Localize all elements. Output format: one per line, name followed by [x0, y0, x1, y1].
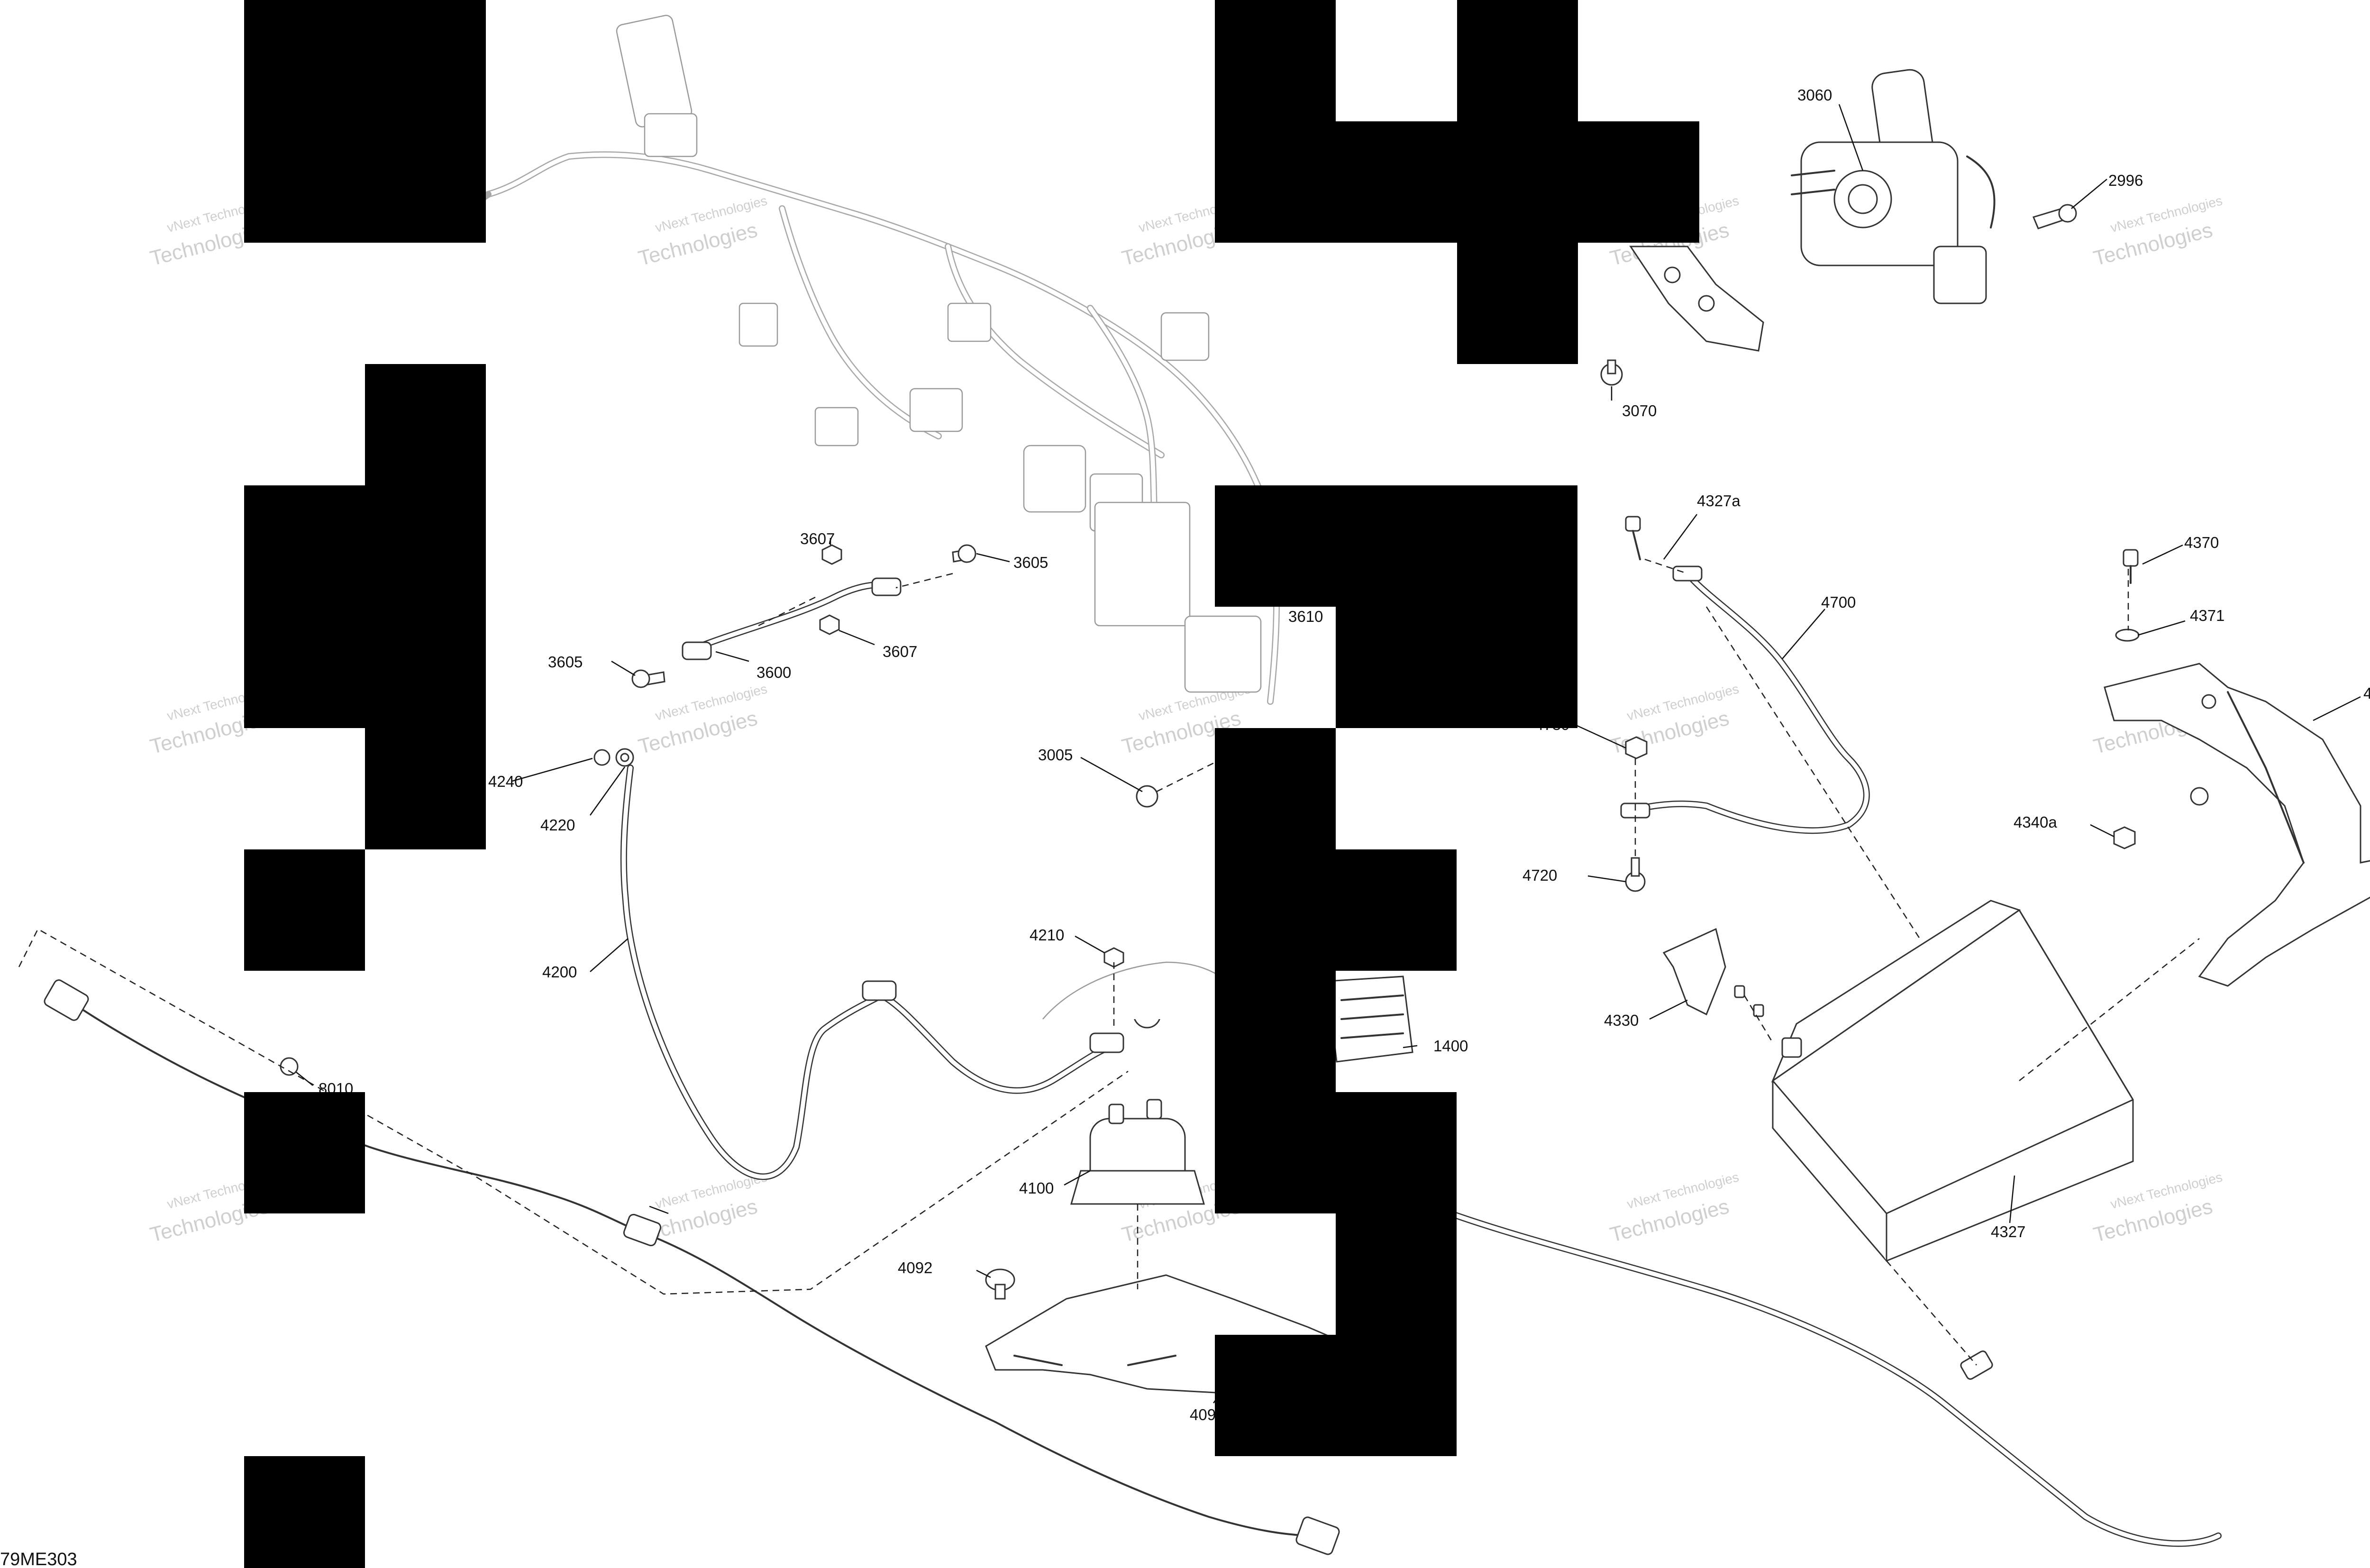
harness-connector	[738, 302, 778, 347]
redaction-block	[1215, 971, 1336, 1092]
callout-3605-left: 3605	[548, 653, 583, 671]
actuator-bracket	[1629, 246, 1764, 352]
redaction-block	[365, 728, 486, 849]
callout-3005: 3005	[1038, 746, 1073, 764]
callout-3605-right: 3605	[1013, 554, 1048, 571]
harness-connector	[644, 113, 698, 157]
harness-connector	[1160, 312, 1210, 361]
hardware-parts	[280, 204, 2140, 1300]
assembly-reference-lines	[18, 558, 2200, 1366]
harness-connector	[1023, 445, 1086, 513]
callout-3060: 3060	[1797, 86, 1832, 104]
battery-4327	[1771, 900, 2134, 1262]
redaction-block	[244, 0, 486, 243]
redaction-block	[1215, 1092, 1457, 1213]
main-ground-cable	[1447, 1210, 2222, 1547]
callout-3607-bottom: 3607	[883, 643, 917, 660]
redaction-block	[1457, 243, 1578, 364]
battery-cable-4700	[1620, 565, 1870, 834]
callout-4700: 4700	[1821, 593, 1856, 611]
redaction-block	[1336, 1213, 1457, 1335]
harness-connector	[814, 407, 859, 447]
callout-4200: 4200	[542, 963, 577, 981]
callout-4720: 4720	[1522, 866, 1557, 884]
callout-4092: 4092	[898, 1259, 932, 1276]
redaction-blocks	[244, 0, 1699, 1568]
callout-1400: 1400	[1433, 1037, 1468, 1055]
ground-strap-3600	[682, 577, 902, 660]
figure-id: 79ME303	[0, 1550, 77, 1568]
redaction-block	[1215, 485, 1577, 607]
callout-3600: 3600	[757, 664, 791, 681]
fuse-box	[1094, 501, 1191, 627]
callout-4340a: 4340a	[2014, 813, 2057, 831]
redaction-block	[1215, 728, 1336, 849]
redaction-block	[1215, 1335, 1457, 1456]
main-wiring-harness	[452, 15, 1280, 705]
battery-cable-4200	[620, 765, 1124, 1180]
callout-3070: 3070	[1622, 402, 1657, 419]
redaction-block	[244, 849, 365, 971]
callout-4100: 4100	[1019, 1179, 1054, 1197]
harness-connector-large	[616, 15, 693, 128]
redaction-block	[1457, 0, 1578, 121]
callout-3610: 3610	[1288, 608, 1323, 625]
battery-bracket-4340	[2104, 663, 2370, 987]
callout-3607-top: 3607	[800, 530, 835, 547]
callout-4327: 4327	[1991, 1223, 2025, 1240]
starter-solenoid-4100	[1070, 1000, 1205, 1205]
redaction-block	[1215, 0, 1336, 121]
harness-connector	[1184, 615, 1262, 693]
callout-4220: 4220	[540, 816, 575, 834]
harness-8010	[44, 979, 1340, 1555]
callout-4240: 4240	[488, 773, 523, 790]
callout-4210: 4210	[1030, 926, 1064, 944]
callout-4327a: 4327a	[1697, 492, 1741, 510]
redaction-block	[365, 364, 486, 485]
redaction-block	[1215, 121, 1699, 243]
redaction-block	[1336, 607, 1577, 728]
callout-4371: 4371	[2190, 607, 2224, 624]
redaction-block	[244, 485, 486, 728]
redaction-block	[1215, 849, 1457, 971]
callout-2996: 2996	[2108, 172, 2143, 189]
harness-connector	[947, 302, 992, 342]
redaction-block	[244, 1456, 365, 1568]
callout-leader-lines	[296, 104, 2361, 1404]
callout-labels: 3060 2996 3070 3607 3605 3605 3600 3607 …	[319, 86, 2370, 1423]
callout-4340: 4340	[2363, 684, 2370, 702]
harness-connector	[909, 388, 963, 432]
voltage-regulator-1400	[1326, 975, 1413, 1063]
callout-4370: 4370	[2184, 534, 2219, 551]
actuator-motor-assembly	[1791, 69, 1996, 304]
redaction-block	[244, 1092, 365, 1213]
callout-4330: 4330	[1604, 1012, 1639, 1029]
